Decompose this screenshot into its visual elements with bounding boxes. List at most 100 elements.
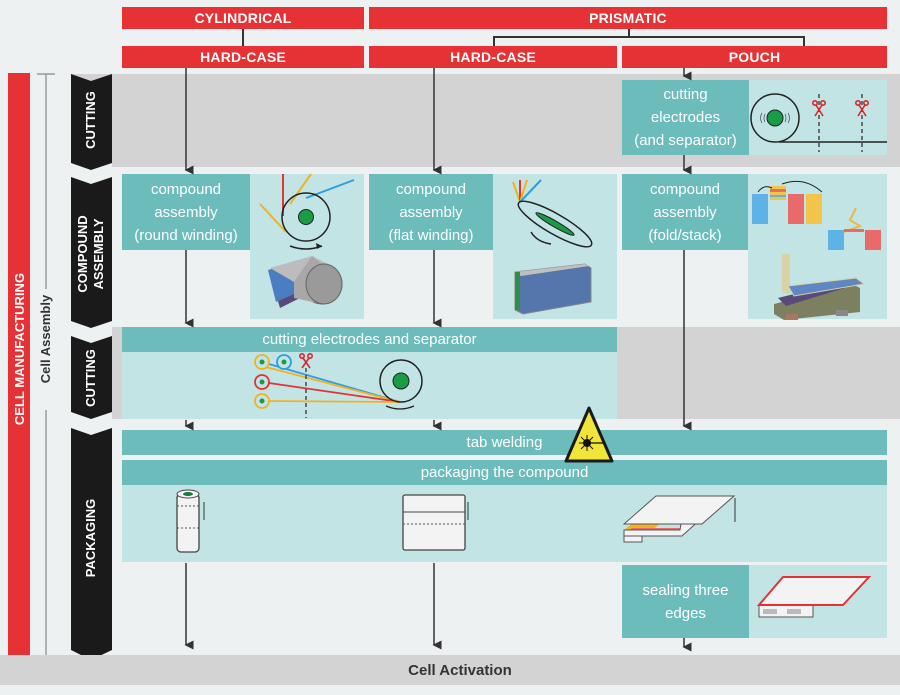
stage-cutting1-label: CUTTING xyxy=(83,91,98,149)
electrode-line-yellow xyxy=(289,173,312,205)
pouch-cutting-line2: electrodes xyxy=(650,109,721,126)
packaging-illustration xyxy=(122,485,887,562)
z-fold-layer xyxy=(844,229,864,232)
header-pouch-label: POUCH xyxy=(728,49,781,65)
header-pouch: POUCH xyxy=(622,46,887,68)
winding-roll-icon xyxy=(281,192,331,242)
header-prismatic: PRISMATIC xyxy=(369,7,887,29)
sealed-pouch-icon xyxy=(756,576,872,618)
stack-red-2 xyxy=(865,230,881,250)
stage-bar-compound xyxy=(71,177,112,328)
tab-welding-label: tab welding xyxy=(466,434,543,451)
pouch-cutting-icon xyxy=(750,93,887,152)
rotation-arrow xyxy=(530,231,552,245)
transfer-arrows xyxy=(757,180,823,193)
cutting-electrodes-icon xyxy=(254,352,423,418)
connector-prismatic-bar xyxy=(493,36,805,38)
separator-line-red xyxy=(261,381,401,403)
pouch-packaging-icon xyxy=(622,495,736,543)
electrode-line-blue xyxy=(305,179,355,199)
prismatic-case-icon xyxy=(402,494,469,551)
stack-mixed xyxy=(770,186,786,200)
header-cylindrical-label: CYLINDRICAL xyxy=(194,10,292,26)
sealing-line2: edges xyxy=(665,604,706,622)
can-core xyxy=(183,492,193,496)
round-winding-line2: assembly xyxy=(154,203,218,221)
step-cutting-electrodes-separator: cutting electrodes and separator xyxy=(122,327,617,352)
stage-cutting2-label: CUTTING xyxy=(83,349,98,407)
line-blue xyxy=(519,179,542,203)
cell-activation-band: Cell Activation xyxy=(0,655,900,685)
step-tab-welding: tab welding xyxy=(122,430,887,455)
header-cylindrical-hardcase: HARD-CASE xyxy=(122,46,364,68)
cutting-electrodes-separator-label: cutting electrodes and separator xyxy=(262,331,477,348)
step-sealing: sealing three edges xyxy=(622,565,749,638)
step-flat-winding: compound assembly (flat winding) xyxy=(369,174,493,250)
round-winding-icon xyxy=(259,173,355,308)
step-pouch-cutting: cutting electrodes (and separator) xyxy=(622,80,749,155)
step-round-winding: compound assembly (round winding) xyxy=(122,174,250,250)
header-pris-hardcase-label: HARD-CASE xyxy=(450,49,536,65)
winding-mandrel-icon xyxy=(392,372,410,390)
stage-bar-packaging xyxy=(71,428,112,660)
winding-roll-icon xyxy=(750,93,800,143)
spool-core xyxy=(259,359,265,365)
flat-winding-ellipse xyxy=(517,200,593,248)
scissors-icon xyxy=(298,352,314,369)
roll-face xyxy=(305,263,343,305)
rotation-arrowhead xyxy=(316,243,322,249)
winding-mandrel-icon xyxy=(298,209,314,225)
tab-2 xyxy=(836,310,848,316)
vibration-marks xyxy=(760,112,790,124)
spool-core xyxy=(259,398,265,404)
connector-prismatic-left xyxy=(493,36,495,46)
pouch-base xyxy=(623,535,643,543)
spool-core xyxy=(259,379,265,385)
scissors-icon xyxy=(855,99,870,117)
chevron-notch-top xyxy=(71,74,112,81)
line-yellow-2 xyxy=(519,179,528,203)
flat-winding-line1: compound xyxy=(395,180,467,198)
winding-mandrel-icon xyxy=(766,109,784,127)
stage-packaging-label: PACKAGING xyxy=(83,498,98,578)
spool-core xyxy=(281,359,287,365)
tab-2 xyxy=(787,609,801,614)
stage-compound-line1: COMPOUND xyxy=(75,215,90,293)
line-yellow xyxy=(512,181,521,203)
electrode-line-yellow-2 xyxy=(261,400,401,403)
header-cyl-hardcase-label: HARD-CASE xyxy=(200,49,286,65)
stack-top xyxy=(787,277,866,297)
tab-1 xyxy=(786,314,798,320)
scissors-icon xyxy=(811,99,827,117)
cell-assembly-label: Cell Assembly xyxy=(37,289,55,389)
electrode-line-yellow-2 xyxy=(259,203,287,233)
pouch-cutting-line1: cutting xyxy=(663,86,708,103)
cell-activation-label: Cell Activation xyxy=(408,661,512,679)
packaging-compound-label: packaging the compound xyxy=(420,464,589,481)
can-body xyxy=(176,493,200,553)
stack-yellow xyxy=(806,194,822,224)
stack-blue-2 xyxy=(828,230,844,250)
step-fold-stack: compound assembly (fold/stack) xyxy=(622,174,748,250)
stack-blue xyxy=(752,194,768,224)
stage-bar-cutting1 xyxy=(71,74,112,170)
header-prismatic-label: PRISMATIC xyxy=(589,10,667,26)
winding-roll-icon xyxy=(379,359,423,403)
stack-red xyxy=(788,194,804,224)
connector-prismatic-right xyxy=(803,36,805,46)
rotation-arrow xyxy=(385,405,415,410)
cutting-electrodes-illustration xyxy=(122,352,617,419)
pouch-top-foil xyxy=(622,495,736,525)
fold-stack-line3: (fold/stack) xyxy=(648,226,722,244)
step-packaging-compound: packaging the compound xyxy=(122,460,887,485)
electrode-line-yellow xyxy=(261,365,401,403)
fold-stack-icon xyxy=(752,180,881,320)
stage-bar-cutting2 xyxy=(71,336,112,419)
round-winding-line3: (round winding) xyxy=(134,226,238,244)
flat-winding-icon xyxy=(512,179,593,315)
flat-cell-side xyxy=(515,272,520,310)
cell-manufacturing-label: CELL MANUFACTURING xyxy=(12,272,27,426)
stage-compound-line2: ASSEMBLY xyxy=(91,218,106,290)
